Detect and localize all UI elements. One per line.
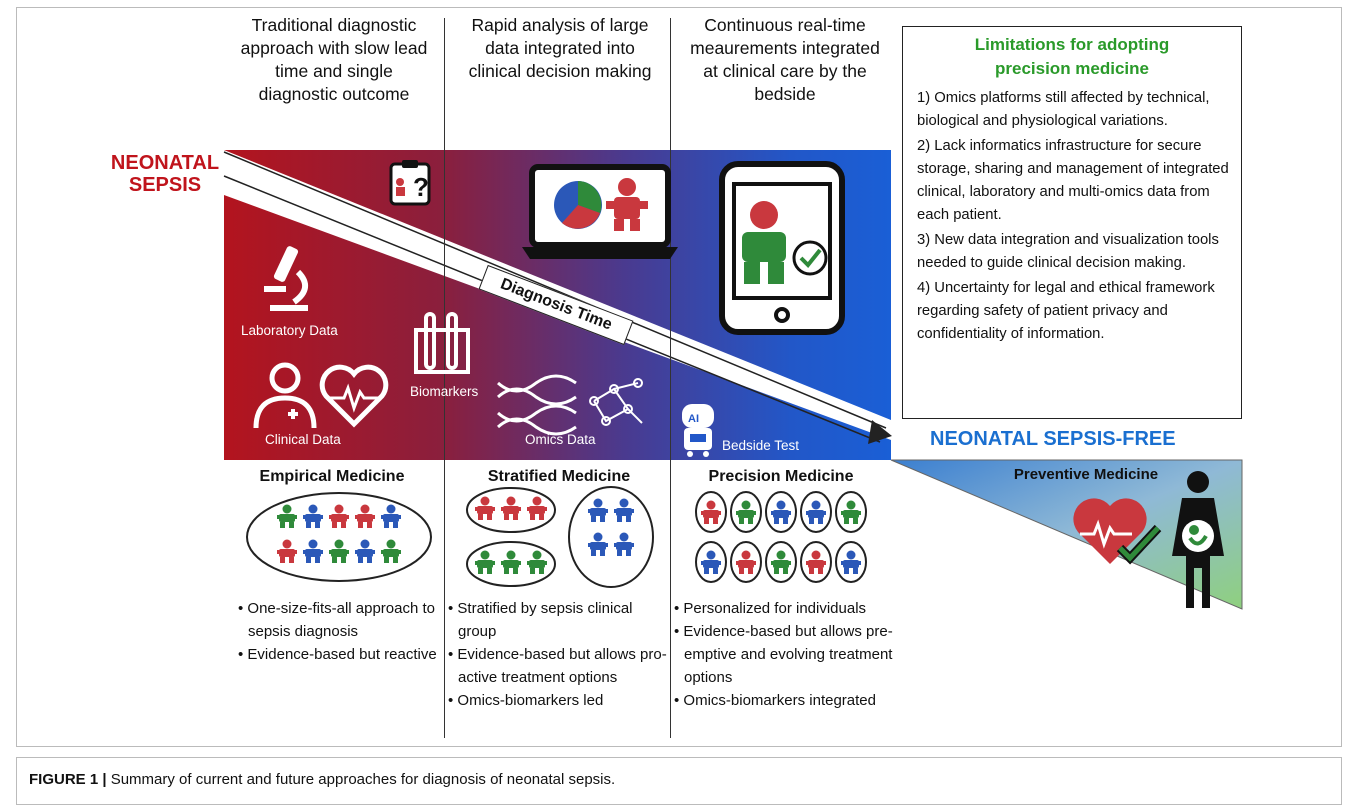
- heart-check-icon: [1073, 498, 1162, 565]
- empirical-bullets: • One-size-fits-all approach to sepsis d…: [238, 600, 437, 663]
- baby-icon: [381, 539, 401, 563]
- baby-icon: [614, 498, 634, 522]
- pregnant-woman-icon: [1172, 471, 1224, 608]
- tablet-icon: [719, 161, 845, 335]
- figure-frame: [16, 7, 1342, 747]
- stratified-group-ellipse: [466, 487, 556, 533]
- baby-icon: [527, 550, 547, 574]
- heart-pulse-icon: [319, 364, 389, 428]
- baby-icon: [277, 539, 297, 563]
- biomarkers-label: Biomarkers: [410, 384, 479, 399]
- bedside-test-label: Bedside Test: [722, 438, 800, 453]
- empirical-group-ellipse: [246, 492, 432, 582]
- baby-icon: [614, 532, 634, 556]
- limitation-item: 1) Omics platforms still affected by tec…: [917, 90, 1210, 129]
- stratified-medicine-title: Stratified Medicine: [487, 468, 631, 485]
- baby-icon: [588, 498, 608, 522]
- precision-medicine-title: Precision Medicine: [708, 468, 854, 485]
- baby-icon: [501, 550, 521, 574]
- svg-text:?: ?: [413, 172, 429, 202]
- microscope-icon: [264, 246, 308, 311]
- baby-icon: [329, 539, 349, 563]
- individual-ellipse: [765, 491, 797, 533]
- stratified-group-ellipse: [466, 541, 556, 587]
- individual-ellipse: [695, 491, 727, 533]
- baby-icon: [701, 550, 721, 574]
- baby-icon: [771, 500, 791, 524]
- robot-icon: AI: [682, 404, 714, 457]
- preventive-medicine-title: Preventive Medicine: [1013, 466, 1159, 483]
- dna-icon: [497, 374, 643, 436]
- individual-ellipse: [835, 541, 867, 583]
- individual-ellipse: [765, 541, 797, 583]
- baby-icon: [475, 550, 495, 574]
- precision-bullets: • Personalized for individuals • Evidenc…: [674, 600, 893, 709]
- baby-icon: [841, 550, 861, 574]
- baby-icon: [588, 532, 608, 556]
- baby-icon: [355, 539, 375, 563]
- individual-ellipse: [800, 541, 832, 583]
- omics-data-label: Omics Data: [525, 432, 596, 447]
- individual-ellipse: [835, 491, 867, 533]
- divider-2: [670, 18, 671, 738]
- laboratory-data-label: Laboratory Data: [241, 323, 338, 338]
- limitation-item: 2) Lack informatics infrastructure for s…: [917, 138, 1229, 223]
- baby-icon: [841, 500, 861, 524]
- baby-icon: [736, 550, 756, 574]
- baby-icon: [806, 500, 826, 524]
- clipboard-icon: ?: [389, 160, 431, 206]
- ai-label: AI: [688, 413, 699, 425]
- figure-caption: FIGURE 1 | Summary of current and future…: [16, 757, 1342, 805]
- individual-ellipse: [730, 491, 762, 533]
- baby-icon: [329, 504, 349, 528]
- baby-icon: [475, 496, 495, 520]
- baby-icon: [527, 496, 547, 520]
- baby-icon: [303, 539, 323, 563]
- baby-icon: [355, 504, 375, 528]
- clinical-data-label: Clinical Data: [265, 432, 341, 447]
- baby-icon: [806, 550, 826, 574]
- neonatal-sepsis-free-label: NEONATAL SEPSIS-FREE: [930, 428, 1176, 450]
- individual-ellipse: [730, 541, 762, 583]
- baby-icon: [771, 550, 791, 574]
- individual-ellipse: [800, 491, 832, 533]
- baby-icon: [381, 504, 401, 528]
- baby-icon: [736, 500, 756, 524]
- empirical-medicine-title: Empirical Medicine: [259, 468, 405, 485]
- doctor-icon: [253, 362, 317, 429]
- baby-icon: [277, 504, 297, 528]
- test-tubes-icon: [414, 312, 470, 374]
- baby-icon: [303, 504, 323, 528]
- baby-icon: [501, 496, 521, 520]
- stratified-bullets: • Stratified by sepsis clinical group • …: [448, 600, 667, 709]
- baby-icon: [701, 500, 721, 524]
- divider-1: [444, 18, 445, 738]
- stratified-group-ellipse: [568, 486, 654, 588]
- individual-ellipse: [695, 541, 727, 583]
- limitation-item: 3) New data integration and visualizatio…: [917, 232, 1219, 271]
- limitation-item: 4) Uncertainty for legal and ethical fra…: [917, 280, 1215, 342]
- laptop-icon: [522, 164, 678, 259]
